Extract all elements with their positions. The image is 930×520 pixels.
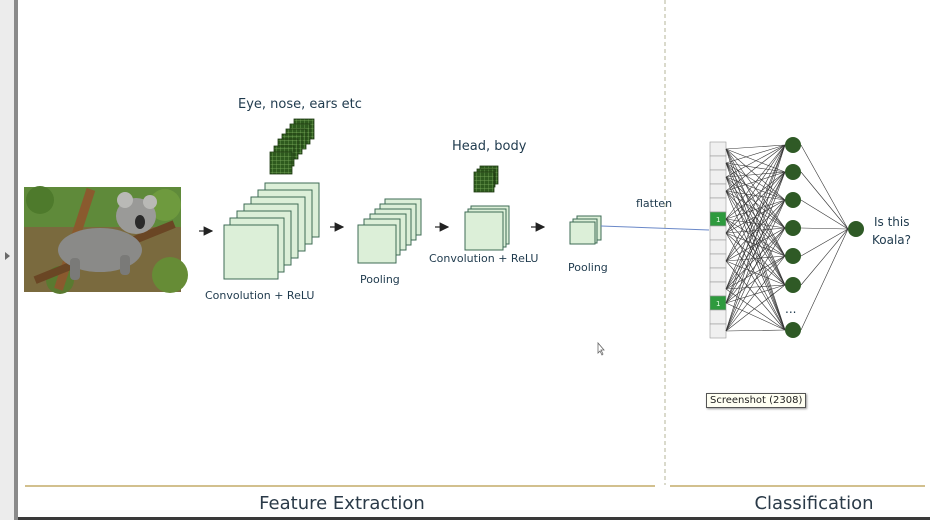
conv-relu-label-2: Convolution + ReLU bbox=[429, 252, 538, 265]
neuron bbox=[785, 192, 801, 208]
vector-cell bbox=[709, 169, 727, 185]
flattened-vector: 11 bbox=[709, 141, 727, 339]
vector-cell bbox=[709, 197, 727, 213]
conv-feature-maps-1 bbox=[223, 182, 320, 280]
neuron bbox=[785, 220, 801, 236]
expand-arrow-icon[interactable] bbox=[5, 252, 10, 260]
vector-cell bbox=[709, 225, 727, 241]
question-line-1: Is this bbox=[874, 215, 910, 229]
output-neuron bbox=[848, 221, 864, 237]
vector-cell bbox=[709, 267, 727, 283]
conv-relu-label-1: Convolution + ReLU bbox=[205, 289, 314, 302]
question-line-2: Koala? bbox=[872, 233, 911, 247]
vector-cell bbox=[709, 323, 727, 339]
learned-filters-1 bbox=[269, 118, 315, 175]
features-label-1: Eye, nose, ears etc bbox=[238, 97, 362, 112]
flatten-arrow bbox=[600, 225, 710, 231]
mouse-cursor-icon bbox=[597, 341, 605, 356]
neuron bbox=[785, 137, 801, 153]
neuron bbox=[785, 248, 801, 264]
classification-title: Classification bbox=[754, 493, 873, 514]
left-scroll-panel[interactable] bbox=[0, 0, 18, 520]
features-label-2: Head, body bbox=[452, 139, 527, 154]
learned-filters-2 bbox=[473, 165, 499, 193]
pooling-label-2: Pooling bbox=[568, 261, 608, 274]
arrow-right-icon bbox=[199, 222, 546, 236]
vector-cell bbox=[709, 239, 727, 255]
conv-feature-maps-2 bbox=[464, 205, 510, 251]
neuron bbox=[785, 277, 801, 293]
neuron bbox=[785, 164, 801, 180]
vector-cell bbox=[709, 183, 727, 199]
vector-cell-value: 1 bbox=[716, 216, 720, 224]
vector-cell-value: 1 bbox=[716, 300, 720, 308]
feature-extraction-title: Feature Extraction bbox=[259, 493, 425, 514]
neuron bbox=[785, 322, 801, 338]
hidden-neurons bbox=[785, 137, 801, 338]
pooling-maps-1 bbox=[357, 198, 422, 264]
vector-cell bbox=[709, 253, 727, 269]
flatten-label: flatten bbox=[636, 197, 672, 210]
vector-cell bbox=[709, 281, 727, 297]
window-bottom-border bbox=[18, 517, 930, 520]
vector-cell bbox=[709, 309, 727, 325]
vector-cell bbox=[709, 141, 727, 157]
neuron-ellipsis: ... bbox=[785, 302, 796, 316]
screenshot-tooltip: Screenshot (2308) bbox=[706, 393, 807, 408]
koala-photo bbox=[24, 186, 188, 294]
pooling-maps-2 bbox=[569, 215, 602, 245]
vector-cell bbox=[709, 155, 727, 171]
fully-connected-links bbox=[725, 144, 849, 332]
pooling-label-1: Pooling bbox=[360, 273, 400, 286]
